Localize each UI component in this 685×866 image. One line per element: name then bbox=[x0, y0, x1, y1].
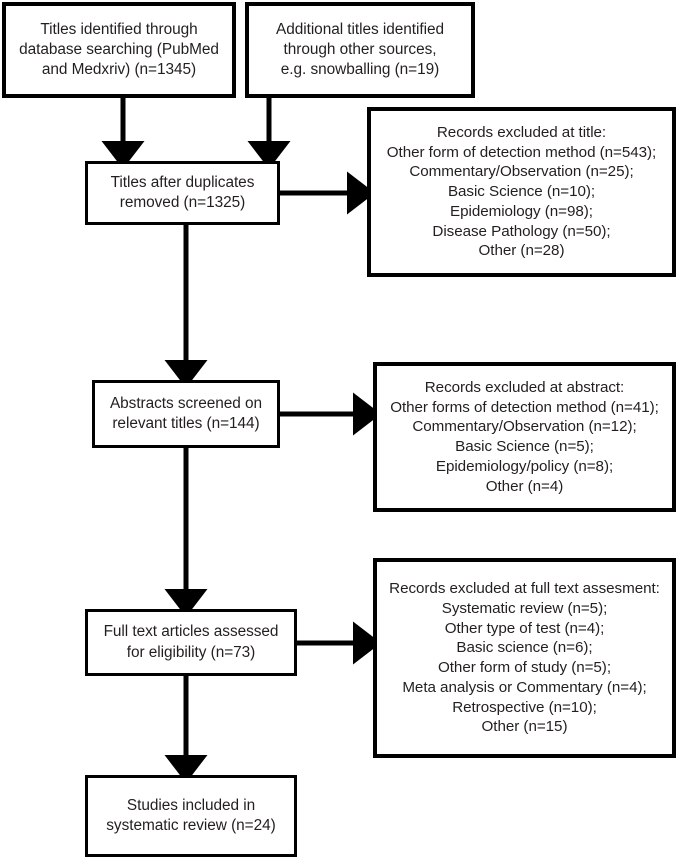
node-text: Additional titles identified through othe… bbox=[249, 20, 471, 80]
node-abstracts-screened-on-relevant-titles: Abstracts screened on relevant titles (n=… bbox=[92, 380, 280, 448]
node-text: Titles identified through database search… bbox=[6, 20, 232, 80]
node-text-line: Basic science (n=6); bbox=[456, 639, 593, 657]
node-text-line: Other forms of detection method (n=41); bbox=[390, 398, 659, 416]
node-text-line: Retrospective (n=10); bbox=[452, 698, 597, 716]
node-text-line: database searching (PubMed bbox=[19, 40, 219, 58]
node-records-excluded-at-abstract: Records excluded at abstract: Other forms… bbox=[373, 362, 676, 512]
node-text: Titles after duplicates removed (n=1325) bbox=[88, 173, 277, 213]
node-text-line: through other sources, bbox=[283, 40, 437, 58]
node-text-line: Other (n=28) bbox=[478, 242, 565, 260]
node-text-line: systematic review (n=24) bbox=[106, 817, 276, 834]
node-text: Records excluded at abstract: Other forms… bbox=[377, 378, 672, 497]
node-text: Abstracts screened on relevant titles (n=… bbox=[95, 394, 277, 434]
node-text: Full text articles assessed for eligibili… bbox=[88, 622, 294, 662]
node-text-line: Basic Science (n=10); bbox=[447, 183, 596, 201]
node-text-line: and Medxriv) (n=1345) bbox=[41, 61, 197, 78]
node-full-text-articles-assessed: Full text articles assessed for eligibili… bbox=[85, 609, 297, 676]
node-text-line: Records excluded at full text assesment: bbox=[389, 580, 660, 597]
node-text-line: Disease Pathology (n=50); bbox=[432, 222, 611, 240]
node-text-line: Full text articles assessed bbox=[103, 623, 279, 641]
node-text-line: Other form of detection method (n=543); bbox=[386, 143, 657, 161]
node-text-line: e.g. snowballing (n=19) bbox=[280, 61, 440, 78]
node-text-line: Basic Science (n=5); bbox=[455, 438, 594, 455]
node-text: Studies included in systematic review (n=… bbox=[88, 796, 294, 836]
node-text-line: Titles after duplicates bbox=[110, 173, 255, 191]
node-text-line: Other (n=15) bbox=[481, 718, 568, 736]
node-text-line: Epidemiology (n=98); bbox=[450, 202, 593, 220]
node-text-line: relevant titles (n=144) bbox=[112, 415, 260, 432]
node-text-line: Additional titles identified bbox=[275, 20, 444, 38]
node-titles-identified-other-sources: Additional titles identified through othe… bbox=[245, 2, 475, 98]
node-titles-identified-database: Titles identified through database search… bbox=[2, 2, 236, 98]
node-text-line: Records excluded at title: bbox=[436, 123, 607, 141]
node-records-excluded-at-full-text: Records excluded at full text assesment:… bbox=[373, 558, 676, 758]
node-studies-included-in-systematic-review: Studies included in systematic review (n=… bbox=[85, 775, 297, 857]
node-text: Records excluded at full text assesment:… bbox=[377, 579, 672, 737]
node-text-line: Other (n=4) bbox=[485, 477, 564, 495]
node-text-line: removed (n=1325) bbox=[119, 194, 246, 211]
node-text-line: Epidemiology/policy (n=8); bbox=[435, 457, 614, 475]
node-records-excluded-at-title: Records excluded at title: Other form of … bbox=[367, 107, 676, 277]
node-text-line: Studies included in bbox=[126, 796, 256, 814]
node-text-line: Commentary/Observation (n=25); bbox=[409, 163, 634, 181]
node-text-line: Abstracts screened on bbox=[109, 394, 263, 412]
node-text-line: Other form of study (n=5); bbox=[437, 659, 611, 676]
node-text: Records excluded at title: Other form of … bbox=[371, 123, 672, 261]
node-text-line: Other type of test (n=4); bbox=[444, 619, 605, 637]
node-text-line: for eligibility (n=73) bbox=[126, 643, 256, 661]
node-text-line: Titles identified through bbox=[40, 20, 198, 38]
node-titles-after-duplicates-removed: Titles after duplicates removed (n=1325) bbox=[85, 161, 280, 225]
node-text-line: Records excluded at abstract: bbox=[424, 378, 625, 396]
node-text-line: Systematic review (n=5); bbox=[441, 599, 608, 617]
node-text-line: Meta analysis or Commentary (n=4); bbox=[402, 678, 647, 696]
node-text-line: Commentary/Observation (n=12); bbox=[412, 418, 637, 436]
